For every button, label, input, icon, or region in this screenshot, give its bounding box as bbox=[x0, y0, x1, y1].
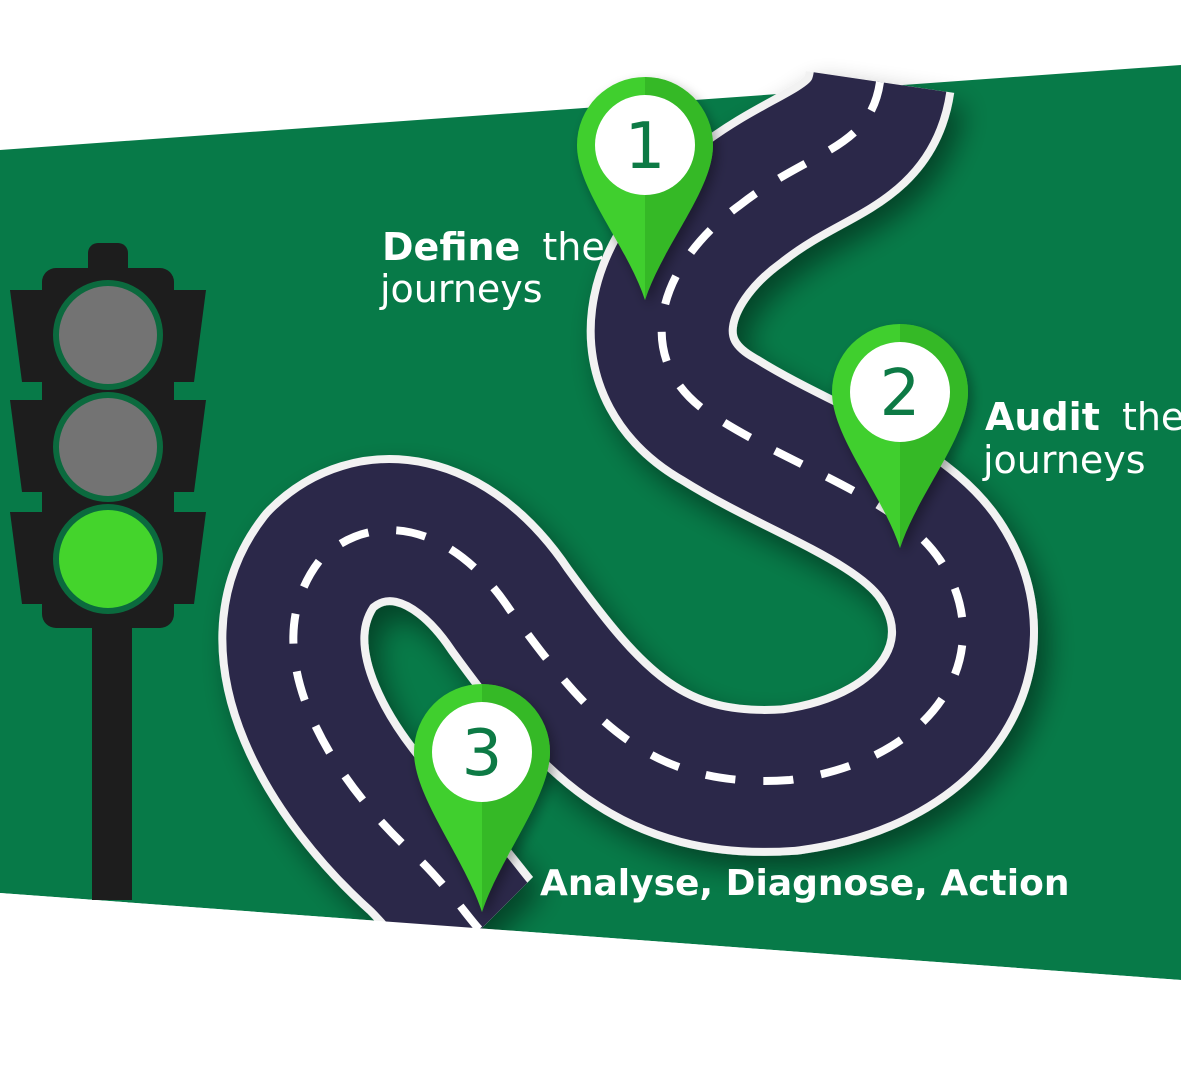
svg-text:Audit the: Audit the bbox=[985, 395, 1181, 439]
pin-number-disc bbox=[595, 95, 695, 195]
visor-left-3 bbox=[10, 512, 42, 604]
step-1-label-bold: Define bbox=[382, 225, 520, 269]
step-3-map-pin-icon: 3 bbox=[414, 683, 550, 912]
step-1-number: 1 bbox=[625, 110, 666, 184]
step-1-label-line2: journeys bbox=[379, 267, 543, 311]
step-1-map-pin-icon: 1 bbox=[577, 77, 713, 300]
step-3-label: Analyse, Diagnose, Action bbox=[540, 863, 1069, 904]
step-2-label-bold: Audit bbox=[985, 395, 1100, 439]
visor-left-2 bbox=[10, 400, 42, 492]
road-center-dashes bbox=[289, 81, 967, 933]
visor-right-1 bbox=[174, 290, 206, 382]
step-3-label-bold: Analyse, Diagnose, Action bbox=[540, 863, 1069, 904]
step-1-label: Define the journeys bbox=[379, 225, 605, 311]
visor-right-3 bbox=[174, 512, 206, 604]
visor-left-1 bbox=[10, 290, 42, 382]
step-2-number: 2 bbox=[880, 357, 921, 431]
step-1-label-rest: the bbox=[542, 225, 604, 269]
traffic-light-pole bbox=[92, 610, 132, 900]
step-2-label-rest: the bbox=[1122, 395, 1181, 439]
step-2-label-line2: journeys bbox=[982, 438, 1146, 482]
light-bottom-on bbox=[53, 504, 163, 614]
visor-right-2 bbox=[174, 400, 206, 492]
pin-number-disc bbox=[850, 342, 950, 442]
traffic-light-icon bbox=[10, 243, 206, 900]
step-3-number: 3 bbox=[462, 717, 503, 791]
svg-text:Define the: Define the bbox=[382, 225, 605, 269]
light-top-off bbox=[53, 280, 163, 390]
pin-number-disc bbox=[432, 702, 532, 802]
step-2-label: Audit the journeys bbox=[982, 395, 1181, 482]
light-middle-off bbox=[53, 392, 163, 502]
step-2-map-pin-icon: 2 bbox=[832, 324, 968, 548]
bottom-white-area bbox=[0, 893, 1181, 1065]
